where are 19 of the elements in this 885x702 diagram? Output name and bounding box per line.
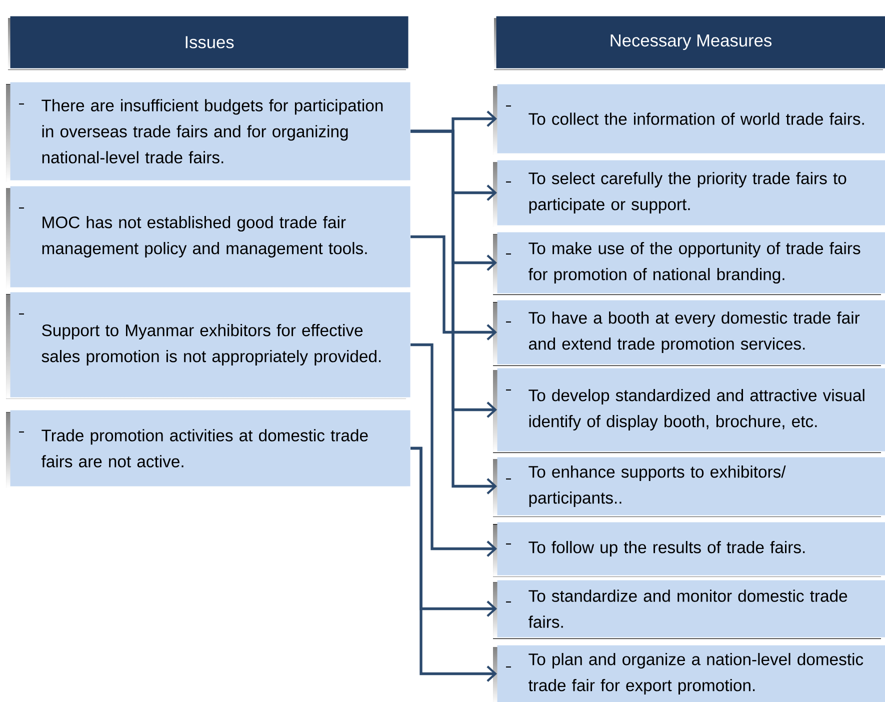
measure-box: To select carefully the priority trade fairs to participate or support. (493, 160, 885, 227)
arrow (410, 130, 498, 494)
issue-box: Support to Myanmar exhibitors for effective sales promotion is not appropriately provided. (6, 292, 410, 399)
arrow (410, 446, 498, 682)
measure-box: To plan and organize a nation-level domestic trade fair for export promotion. (493, 645, 885, 702)
issue-box: Trade promotion activities at domestic trade fairs are not active. (6, 410, 410, 488)
arrow (410, 235, 498, 340)
issue-box: MOC has not established good trade fair management policy and management tools. (6, 186, 410, 289)
measure-box: To have a booth at every domestic trade fair and extend trade promotion services. (493, 300, 885, 366)
header-box: Issues (8, 16, 408, 70)
measure-box: To enhance supports to exhibitors/ participants.. (493, 457, 885, 517)
measure-box: To make use of the opportunity of trade fairs for promotion of national branding. (493, 232, 885, 295)
arrow (410, 343, 498, 557)
issue-box: There are insufficient budgets for participation in overseas trade fairs and for organizing national-level trade fairs. (6, 82, 410, 182)
measure-box: To follow up the results of trade fairs. (493, 522, 885, 577)
measure-box: To develop standardized and attractive visual identify of display booth, brochure, etc. (493, 368, 885, 453)
measure-box: To standardize and monitor domestic trade fairs. (493, 580, 885, 639)
header-box: Necessary Measures (494, 16, 885, 70)
measure-box: To collect the information of world trade fairs. (493, 84, 885, 155)
